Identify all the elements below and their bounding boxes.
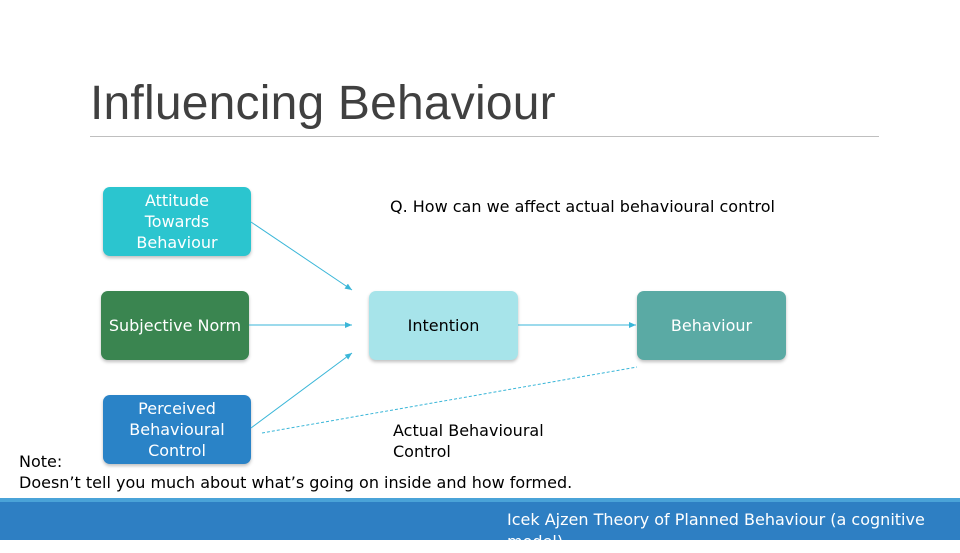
- note-text: Doesn’t tell you much about what’s going…: [19, 473, 573, 492]
- attitude-box: Attitude Towards Behaviour: [103, 187, 251, 256]
- diagram-connectors: [249, 221, 638, 434]
- behaviour-box: Behaviour: [637, 291, 786, 360]
- dashed-control-to-behaviour: [261, 366, 638, 434]
- subjective-norm-box: Subjective Norm: [101, 291, 249, 360]
- intention-label: Intention: [407, 316, 480, 335]
- footer-accent: [0, 498, 960, 502]
- note-label: Note:: [19, 452, 63, 471]
- perceived-control-label: Perceived Behavioural Control: [129, 399, 225, 460]
- slide-title: Influencing Behaviour: [90, 77, 556, 130]
- arrow-attitude-to-intention: [250, 221, 353, 291]
- footer-citation: Icek Ajzen Theory of Planned Behaviour (…: [507, 510, 925, 551]
- attitude-label: Attitude Towards Behaviour: [136, 191, 218, 252]
- title-divider: [90, 136, 879, 137]
- intention-box: Intention: [369, 291, 518, 360]
- note: Note: Doesn’t tell you much about what’s…: [19, 451, 572, 493]
- behaviour-label: Behaviour: [670, 316, 753, 335]
- arrow-control-to-intention: [250, 352, 353, 429]
- actual-control-text: Actual Behavioural Control: [393, 421, 544, 461]
- question-text: Q. How can we affect actual behavioural …: [390, 197, 775, 216]
- subjective-norm-label: Subjective Norm: [108, 316, 242, 335]
- footer-band: [0, 502, 960, 540]
- perceived-control-box: Perceived Behavioural Control: [103, 395, 251, 464]
- actual-control-label: Actual Behavioural Control: [393, 420, 563, 462]
